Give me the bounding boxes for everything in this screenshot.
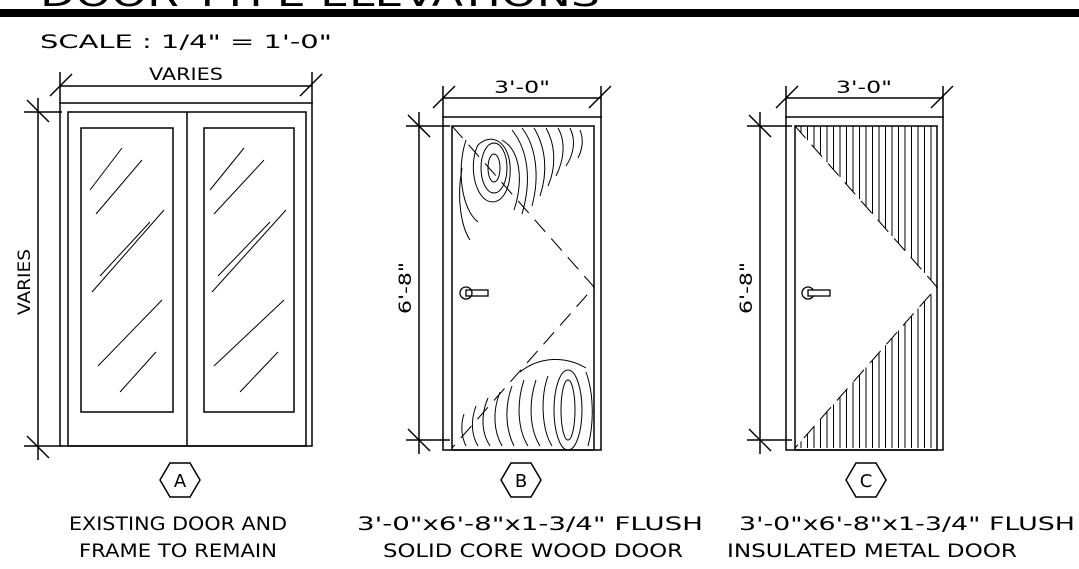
caption-b-line-2: SOLID CORE WOOD DOOR	[383, 540, 683, 562]
metal-hatch-pattern-c	[800, 126, 932, 448]
door-type-c: 3'-0" 6'-8" C	[737, 78, 954, 498]
width-dimension-a	[49, 72, 323, 104]
door-frame-c	[785, 116, 944, 451]
door-tag-hexagon-a	[159, 462, 201, 498]
width-label-b: 3'-0"	[494, 78, 550, 98]
scale-note: SCALE : 1/4" = 1'-0"	[40, 31, 332, 53]
caption-a-line-2: FRAME TO REMAIN	[79, 540, 277, 562]
width-label-c: 3'-0"	[836, 78, 892, 98]
caption-c-line-2: INSULATED METAL DOOR	[727, 540, 1017, 562]
door-captions: EXISTING DOOR AND FRAME TO REMAIN 3'-0"x…	[69, 513, 1075, 562]
door-type-b: 3'-0" 6'-8"	[396, 78, 612, 498]
caption-a-line-1: EXISTING DOOR AND	[69, 513, 287, 535]
caption-b-line-1: 3'-0"x6'-8"x1-3/4" FLUSH	[357, 513, 703, 535]
caption-c-line-1: 3'-0"x6'-8"x1-3/4" FLUSH	[739, 513, 1075, 535]
lever-handle-c	[801, 286, 831, 300]
glass-hatch-right-a	[209, 147, 287, 393]
door-frame-b	[442, 116, 602, 451]
door-tag-hexagon-b	[500, 462, 542, 498]
door-tag-b: B	[515, 471, 527, 492]
lever-handle-b	[459, 286, 489, 300]
door-tag-c: C	[860, 471, 873, 492]
door-swing-c	[794, 125, 938, 449]
door-type-a: VARIES VARIES	[15, 65, 323, 498]
door-frame-a	[59, 102, 313, 447]
title-underline	[0, 9, 1079, 17]
glass-pane-left-a	[80, 127, 174, 413]
door-tag-hexagon-c	[845, 462, 887, 498]
height-label-a: VARIES	[15, 249, 35, 315]
glass-pane-right-a	[203, 127, 295, 413]
width-dimension-b	[432, 85, 612, 118]
door-tag-a: A	[174, 471, 187, 492]
width-dimension-c	[775, 85, 954, 118]
width-label-a: VARIES	[149, 65, 223, 85]
height-label-b: 6'-8"	[396, 262, 416, 314]
sheet-header: DOOR TYPE ELEVATIONS SCALE : 1/4" = 1'-0…	[0, 0, 1079, 53]
door-slab-b	[451, 125, 595, 451]
wood-grain-pattern-b	[459, 127, 593, 451]
height-dimension-c	[747, 112, 792, 454]
glass-hatch-left-a	[89, 147, 165, 393]
height-dimension-a	[24, 98, 62, 460]
height-label-c: 6'-8"	[737, 262, 757, 314]
